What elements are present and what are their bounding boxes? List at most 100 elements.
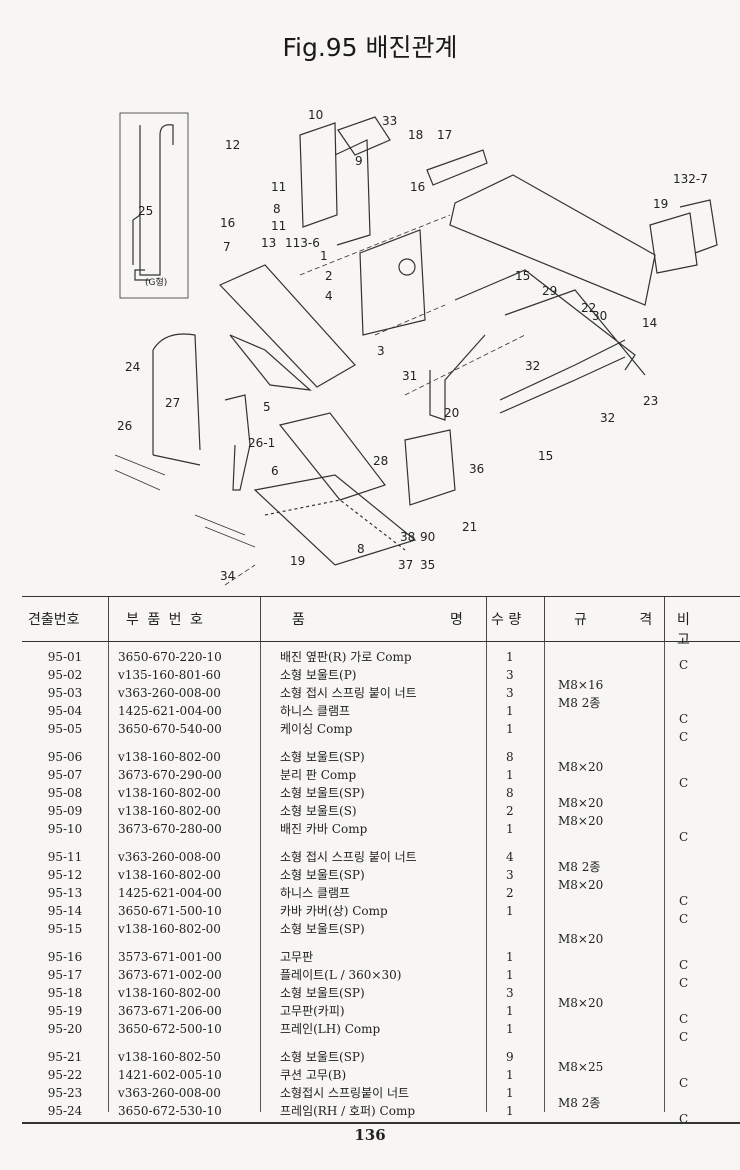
- header-part-no: 부 품 번 호: [126, 612, 205, 628]
- callout-label: 12: [225, 138, 240, 152]
- header-divider: [260, 597, 261, 641]
- part-quantity: 1: [506, 1104, 514, 1118]
- part-name: 프레임(RH / 호퍼) Comp: [280, 1104, 416, 1118]
- part-name: 소형 보울트(P): [280, 668, 357, 682]
- callout-label: 26: [117, 419, 132, 433]
- part-quantity: 1: [506, 1004, 514, 1018]
- part-note: C: [679, 1012, 689, 1026]
- part-quantity: 4: [506, 850, 514, 864]
- cover-33: [337, 116, 391, 156]
- part-quantity: 2: [506, 804, 514, 818]
- part-132-7: [679, 199, 718, 254]
- part-spec: M8×16: [558, 678, 604, 692]
- part-index: 95-07: [47, 768, 83, 782]
- part-number: v138-160-802-00: [118, 868, 221, 882]
- callout-label: 32: [600, 411, 615, 425]
- table-header: 견출번호 부 품 번 호 품 명 수 량 규 격 비 고: [22, 596, 740, 648]
- part-note: C: [679, 976, 689, 990]
- part-name: 하니스 클램프: [280, 886, 351, 900]
- part-name: 소형 보울트(SP): [280, 868, 365, 882]
- callout-label: 9: [355, 154, 363, 168]
- part-number: v363-260-008-00: [118, 1086, 221, 1100]
- callout-label: 17: [437, 128, 452, 142]
- base-37-dash: [264, 499, 406, 551]
- callout-label: 33: [382, 114, 397, 128]
- callout-label: 23: [643, 394, 658, 408]
- part-name: 플레이트(L / 360×30): [280, 968, 402, 982]
- callout-label: 8: [273, 202, 281, 216]
- callout-label: 11: [271, 219, 286, 233]
- part-name: 쿠션 고무(B): [280, 1068, 347, 1082]
- cover-14: [449, 174, 656, 306]
- part-quantity: 2: [506, 886, 514, 900]
- part-quantity: 1: [506, 904, 514, 918]
- header-no: 견출번호: [28, 612, 80, 628]
- callout-label: 26-1: [248, 436, 275, 450]
- part-name: 분리 판 Comp: [280, 768, 357, 782]
- callout-label: 19: [653, 197, 668, 211]
- callout-label: 20: [444, 406, 459, 420]
- header-divider: [544, 597, 545, 641]
- callout-label: 113-6: [285, 236, 320, 250]
- callout-label: 30: [592, 309, 607, 323]
- part-number: v138-160-802-00: [118, 786, 221, 800]
- column-divider: [260, 642, 261, 1112]
- part-number: v138-160-802-00: [118, 750, 221, 764]
- frame-29: [454, 269, 646, 376]
- part-note: C: [679, 658, 689, 672]
- callout-label: 6: [271, 464, 279, 478]
- part-index: 95-02: [47, 668, 83, 682]
- part-number: 1421-602-005-10: [118, 1068, 222, 1082]
- page-title: Fig.95 배진관계: [282, 33, 458, 62]
- callout-label: 27: [165, 396, 180, 410]
- part-note: C: [679, 894, 689, 908]
- part-number: 3573-671-001-00: [118, 950, 222, 964]
- part-spec: M8×20: [558, 996, 604, 1010]
- part-quantity: 1: [506, 1086, 514, 1100]
- column-divider: [544, 642, 545, 1112]
- part-note: C: [679, 1112, 689, 1126]
- part-index: 95-09: [47, 804, 83, 818]
- part-number: v363-260-008-00: [118, 686, 221, 700]
- inset-frame: [132, 124, 174, 281]
- part-quantity: 3: [506, 686, 514, 700]
- part-19: [649, 212, 698, 274]
- callout-label: 19: [290, 554, 305, 568]
- bracket-20: [224, 394, 251, 491]
- part-name: 카바 카버(상) Comp: [280, 904, 388, 918]
- header-name-left: 품: [292, 612, 305, 628]
- part-quantity: 3: [506, 986, 514, 1000]
- part-number: v138-160-802-50: [118, 1050, 221, 1064]
- plate-36: [278, 412, 386, 501]
- header-spec: 규 격: [574, 612, 677, 628]
- part-number: v363-260-008-00: [118, 850, 221, 864]
- callout-label: 18: [408, 128, 423, 142]
- part-index: 95-18: [47, 986, 83, 1000]
- part-note: C: [679, 1030, 689, 1044]
- header-note: 비 고: [677, 612, 708, 648]
- part-6-housing: [404, 429, 456, 506]
- part-spec: M8×20: [558, 760, 604, 774]
- column-divider: [486, 642, 487, 1112]
- callout-label: 25: [138, 204, 153, 218]
- part-number: 3673-671-002-00: [118, 968, 222, 982]
- casing-5: [218, 264, 356, 388]
- callout-label: 35: [420, 558, 435, 572]
- ground-rails: [114, 454, 256, 548]
- part-index: 95-03: [47, 686, 83, 700]
- part-number: v138-160-802-00: [118, 986, 221, 1000]
- part-name: 고무판(카피): [280, 1004, 345, 1018]
- callout-label: 14: [642, 316, 657, 330]
- part-index: 95-04: [47, 704, 83, 718]
- part-name: 소형 보울트(SP): [280, 986, 365, 1000]
